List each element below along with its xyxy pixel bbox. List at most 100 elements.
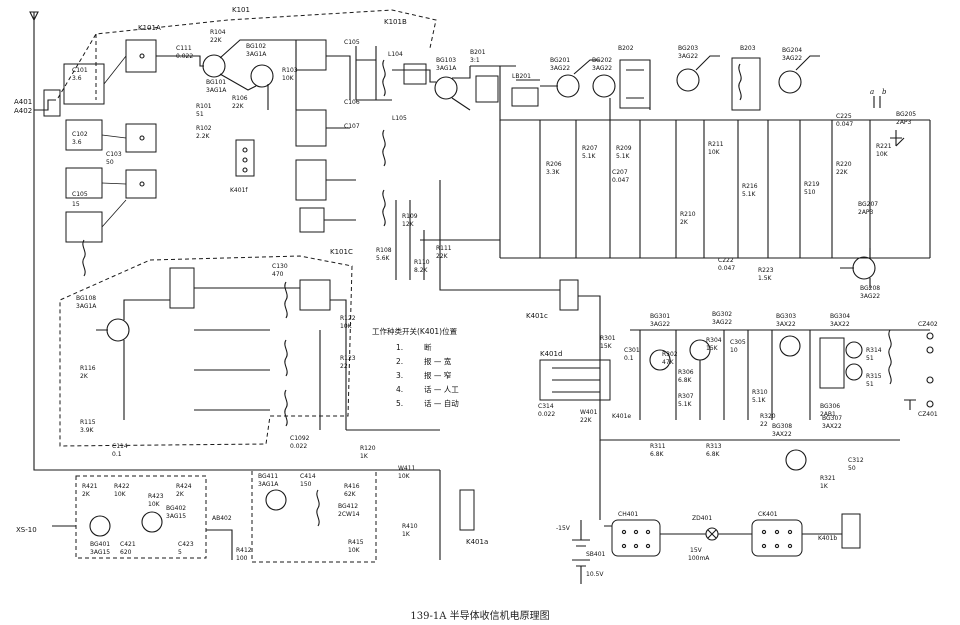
legend-item: 话 — 自动 <box>424 398 459 408</box>
svg-text:B201: B201 <box>470 49 486 56</box>
svg-text:C105: C105 <box>344 39 360 46</box>
svg-text:R311: R311 <box>650 443 666 450</box>
svg-text:22K: 22K <box>232 103 245 110</box>
svg-text:50: 50 <box>848 465 856 472</box>
svg-text:10K: 10K <box>348 547 361 554</box>
svg-text:CZ401: CZ401 <box>918 411 938 418</box>
svg-text:K401f: K401f <box>230 187 248 194</box>
svg-text:50: 50 <box>106 159 114 166</box>
audio-amplifier: BG301 3AG22 BG302 3AG22 BG303 3AX22 BG30… <box>624 311 938 490</box>
k401-switches: K401c K401d K401e K401a C314 0.022 W401 … <box>459 279 900 546</box>
svg-text:B203: B203 <box>740 45 756 52</box>
svg-text:BG412: BG412 <box>338 503 358 510</box>
svg-text:R116: R116 <box>80 365 96 372</box>
svg-text:R115: R115 <box>80 419 96 426</box>
svg-text:R320: R320 <box>760 413 776 420</box>
svg-text:A402: A402 <box>14 107 32 115</box>
svg-text:100mA: 100mA <box>688 555 710 562</box>
svg-text:1K: 1K <box>360 453 369 460</box>
interconnect-wires <box>346 120 931 560</box>
svg-text:2AB1: 2AB1 <box>820 411 836 418</box>
svg-text:C106: C106 <box>344 99 360 106</box>
svg-text:0.047: 0.047 <box>718 265 735 272</box>
svg-text:3AX22: 3AX22 <box>776 321 796 328</box>
svg-text:R221: R221 <box>876 143 892 150</box>
svg-text:4.: 4. <box>396 385 403 394</box>
svg-text:3AX22: 3AX22 <box>830 321 850 328</box>
svg-text:BG108: BG108 <box>76 295 96 302</box>
svg-text:5.: 5. <box>396 399 403 408</box>
svg-text:C314: C314 <box>538 403 554 410</box>
svg-text:150: 150 <box>300 481 312 488</box>
svg-text:CH401: CH401 <box>618 511 638 518</box>
svg-text:10K: 10K <box>708 149 721 156</box>
legend-item: 话 — 人工 <box>424 384 459 394</box>
svg-text:10K: 10K <box>114 491 127 498</box>
diagram-caption: 139-1A 半导体收信机电原理图 <box>410 611 550 622</box>
legend-item: 断 <box>424 342 432 352</box>
svg-text:C207: C207 <box>612 169 628 176</box>
svg-text:R302: R302 <box>662 351 678 358</box>
antenna-label: A401 <box>14 98 32 106</box>
svg-text:6.8K: 6.8K <box>706 451 721 458</box>
svg-text:3AG22: 3AG22 <box>860 293 880 300</box>
svg-text:2K: 2K <box>176 491 185 498</box>
svg-text:10K: 10K <box>148 501 161 508</box>
svg-text:3AG1A: 3AG1A <box>436 65 457 72</box>
svg-text:3AG22: 3AG22 <box>782 55 802 62</box>
svg-text:R416: R416 <box>344 483 360 490</box>
battery-label: -15V <box>556 525 571 532</box>
k401d-label: K401d <box>540 350 562 358</box>
svg-text:R321: R321 <box>820 475 836 482</box>
svg-text:R423: R423 <box>148 493 164 500</box>
svg-text:R122: R122 <box>340 315 356 322</box>
svg-text:3AG1A: 3AG1A <box>258 481 279 488</box>
svg-text:R123: R123 <box>340 355 356 362</box>
svg-text:R315: R315 <box>866 373 882 380</box>
svg-text:BG301: BG301 <box>650 313 670 320</box>
svg-text:10K: 10K <box>398 473 411 480</box>
svg-text:B202: B202 <box>618 45 634 52</box>
svg-text:R412: R412 <box>236 547 252 554</box>
svg-text:3AG15: 3AG15 <box>166 513 186 520</box>
svg-text:R207: R207 <box>582 145 598 152</box>
svg-text:620: 620 <box>120 549 132 556</box>
svg-text:15K: 15K <box>706 345 719 352</box>
svg-text:R102: R102 <box>196 125 212 132</box>
svg-text:R108: R108 <box>376 247 392 254</box>
svg-text:R421: R421 <box>82 483 98 490</box>
k401c-label: K401c <box>526 312 548 320</box>
svg-text:5: 5 <box>178 549 182 556</box>
svg-text:W411: W411 <box>398 465 416 472</box>
svg-text:BG304: BG304 <box>830 313 850 320</box>
svg-text:R304: R304 <box>706 337 722 344</box>
svg-text:R109: R109 <box>402 213 418 220</box>
svg-text:R301: R301 <box>600 335 616 342</box>
rf-front-end: K101 K101A K101B C101 3.6 C102 3.6 C105 … <box>43 6 471 280</box>
svg-text:C312: C312 <box>848 457 864 464</box>
svg-text:C111: C111 <box>176 45 192 52</box>
k401e-label: K401e <box>612 413 631 420</box>
svg-text:0.022: 0.022 <box>290 443 307 450</box>
svg-text:BG102: BG102 <box>246 43 266 50</box>
svg-text:b: b <box>882 88 887 96</box>
svg-text:22: 22 <box>340 363 348 370</box>
svg-text:3AX22: 3AX22 <box>772 431 792 438</box>
svg-text:R211: R211 <box>708 141 724 148</box>
svg-text:0.022: 0.022 <box>176 53 193 60</box>
svg-text:BG103: BG103 <box>436 57 456 64</box>
svg-text:47K: 47K <box>662 359 675 366</box>
svg-text:3.9K: 3.9K <box>80 427 95 434</box>
svg-text:R210: R210 <box>680 211 696 218</box>
svg-text:15V: 15V <box>690 547 703 554</box>
ab402-label: AB402 <box>212 515 232 522</box>
svg-text:2CW14: 2CW14 <box>338 511 360 518</box>
bg201-transistor <box>556 74 580 98</box>
svg-text:W401: W401 <box>580 409 598 416</box>
svg-text:3AG1A: 3AG1A <box>76 303 97 310</box>
svg-text:BG201: BG201 <box>550 57 570 64</box>
svg-text:a: a <box>870 88 874 96</box>
svg-text:1K: 1K <box>820 483 829 490</box>
k401a-label: K401a <box>466 538 488 546</box>
svg-text:SB401: SB401 <box>586 551 606 558</box>
